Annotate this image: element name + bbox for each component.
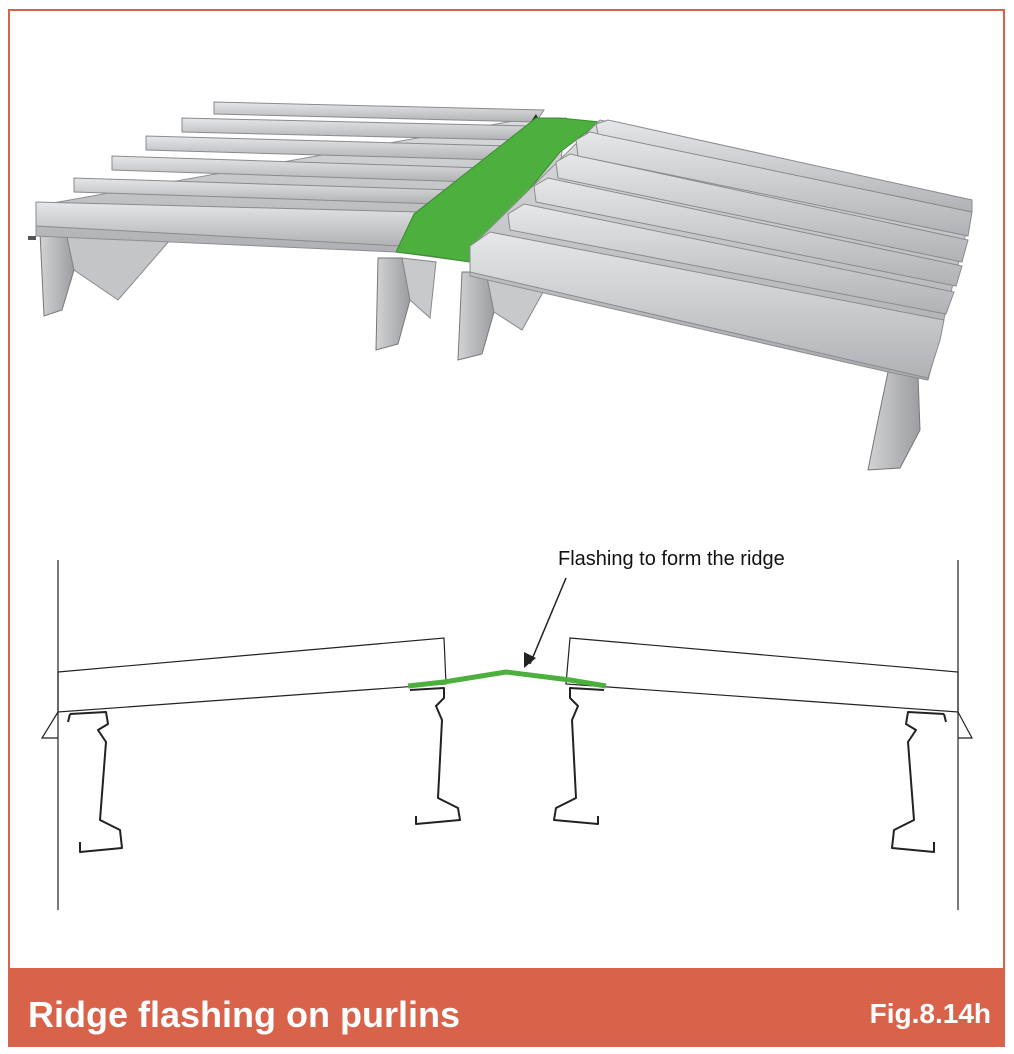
roof-sheet-right [469, 119, 973, 381]
caption-banner: Ridge flashing on purlins Fig.8.14h [8, 968, 1005, 1047]
purlin-section-2 [409, 687, 461, 825]
ridge-cross-section [40, 560, 974, 910]
purlin-left-ridge [375, 257, 437, 351]
purlin-section-3 [553, 687, 605, 825]
callout-leader [529, 577, 567, 665]
sheet-right-section [565, 637, 959, 713]
purlin-section-1 [67, 711, 123, 853]
sheet-left-section [57, 637, 447, 713]
figure-number: Fig.8.14h [869, 998, 991, 1029]
ridge-flashing-section [407, 669, 607, 689]
roof-isometric-view [28, 101, 973, 471]
purlin-section-4 [891, 711, 947, 853]
callout-label: Flashing to form the ridge [558, 548, 785, 570]
purlin-left-outer [39, 231, 172, 317]
caption-title: Ridge flashing on purlins [28, 994, 460, 1035]
